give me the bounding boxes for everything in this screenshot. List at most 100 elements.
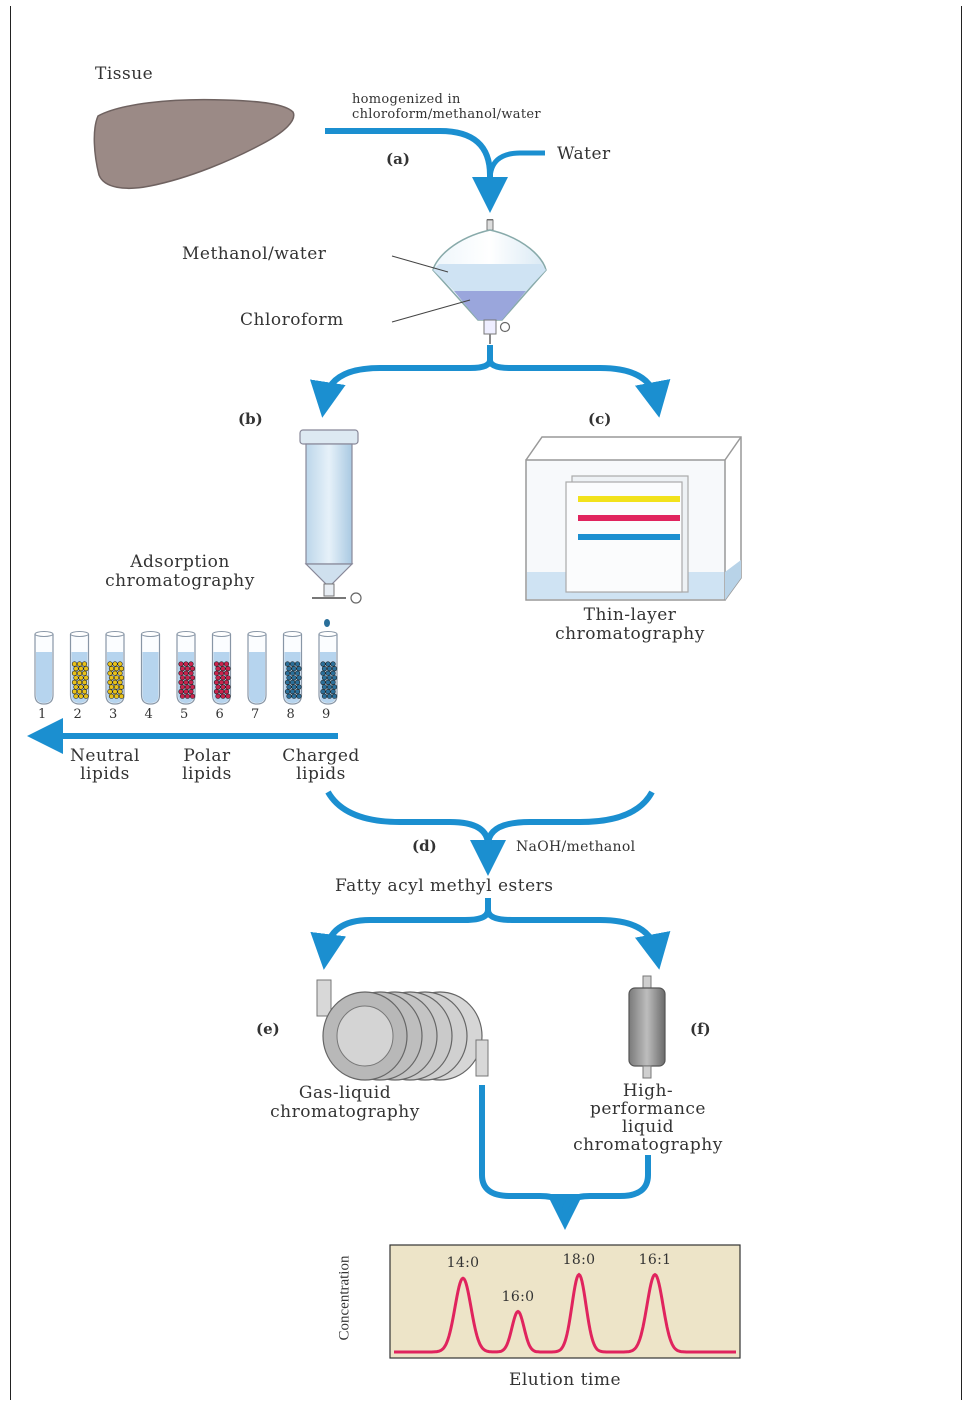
lipid-bead [291, 684, 297, 690]
lipid-bead [218, 661, 225, 667]
lipid-bead [294, 679, 301, 686]
lipid-bead [183, 661, 189, 667]
lipid-bead [331, 675, 338, 681]
lipid-bead [223, 688, 230, 695]
lipid-bead [184, 665, 191, 672]
lipid-bead [83, 675, 89, 681]
chart-ylabel: Concentration [336, 1255, 353, 1341]
lipid-bead [294, 688, 301, 695]
arrow-from-hplc [562, 1155, 651, 1213]
tube-number-4: 4 [144, 707, 153, 722]
adsorption-column-icon [299, 429, 362, 627]
lipid-bead [78, 693, 84, 699]
tlc-band-red [578, 515, 680, 521]
lipid-bead [320, 679, 326, 686]
lipid-bead [112, 661, 118, 667]
arrow-from-glc [479, 1085, 583, 1230]
lipid-bead [183, 670, 189, 676]
lipid-bead [286, 665, 292, 672]
lipid-bead [112, 688, 118, 695]
lipid-bead [284, 670, 291, 676]
hplc-label-line2: performance [589, 1099, 706, 1119]
tube-number-7: 7 [251, 707, 260, 722]
charged-lipids-line1: Charged [282, 746, 360, 766]
lipid-bead [330, 670, 336, 676]
tube-number-2: 2 [73, 707, 82, 722]
lipid-bead [294, 670, 301, 676]
step-f-label: (f) [690, 1020, 711, 1038]
methanol-water-label: Methanol/water [182, 244, 327, 264]
lipid-bead [118, 665, 125, 672]
lipid-bead [178, 670, 184, 676]
lipid-bead [223, 661, 230, 667]
lipid-bead [184, 675, 191, 681]
arrow-merge-d [325, 790, 506, 876]
lipid-bead [189, 675, 196, 681]
lipid-bead [178, 679, 184, 686]
tube-rim-5 [176, 631, 196, 637]
thin-layer-label-line2: chromatography [555, 624, 705, 644]
lipid-bead [213, 688, 220, 695]
lipid-bead [113, 665, 120, 672]
tube-liquid-7 [249, 652, 265, 703]
lipid-bead [326, 675, 333, 681]
lipid-bead [178, 661, 184, 667]
peak-label: 16:0 [501, 1288, 535, 1305]
lipid-bead [184, 693, 191, 699]
lipid-bead [179, 665, 186, 672]
tube-rim-9 [318, 631, 338, 637]
lipid-bead [320, 688, 326, 695]
lipid-bead [76, 670, 83, 676]
lipid-bead [215, 675, 221, 681]
lipid-bead [284, 679, 291, 686]
lipid-bead [220, 665, 226, 672]
lipid-bead [220, 675, 226, 681]
adsorption-label-line2: chromatography [105, 571, 255, 591]
lipid-bead [320, 670, 326, 676]
lipid-bead [81, 661, 88, 667]
lipid-bead [189, 684, 196, 690]
lipid-bead [117, 661, 123, 667]
adsorption-label-line1: Adsorption [130, 552, 230, 572]
step-e-label: (e) [256, 1020, 280, 1038]
lipid-bead [71, 679, 78, 686]
lipid-bead [117, 670, 123, 676]
arrow-merge-d-right [485, 790, 655, 846]
tube-liquid-1 [36, 652, 52, 703]
peak-label: 14:0 [446, 1255, 480, 1272]
lipid-bead [284, 661, 291, 667]
chart-peaks [394, 1272, 736, 1354]
lipid-bead [81, 688, 88, 695]
lipid-bead [286, 675, 292, 681]
lipid-bead [81, 679, 88, 686]
lipid-bead [179, 693, 186, 699]
arrow-to-f [485, 898, 671, 970]
lipid-bead [331, 684, 338, 690]
gas-liquid-label-line2: chromatography [270, 1102, 420, 1122]
lipid-bead [117, 679, 123, 686]
methanol-water-leader [391, 255, 449, 273]
lipid-bead [296, 684, 302, 690]
tube-number-3: 3 [109, 707, 118, 722]
hplc-column-icon [628, 975, 666, 1079]
lipid-bead [188, 688, 194, 695]
lipid-bead [118, 675, 125, 681]
tube-number-6: 6 [215, 707, 224, 722]
lipid-bead [215, 693, 221, 699]
tlc-chamber-icon [525, 436, 742, 601]
lipid-bead [286, 684, 292, 690]
lipid-bead [108, 693, 115, 699]
lipid-bead [218, 688, 225, 695]
tlc-band-blue [578, 534, 680, 540]
gas-liquid-coil-icon [316, 979, 489, 1081]
lipid-bead [107, 679, 113, 686]
step-c-label: (c) [588, 410, 612, 428]
hplc-label-line3: liquid [621, 1117, 675, 1137]
arrow-to-c [487, 345, 671, 418]
tube-rim-6 [212, 631, 231, 637]
lipid-bead [179, 675, 186, 681]
lipid-bead [284, 688, 291, 695]
lipid-bead [112, 670, 118, 676]
chromatogram-trace [394, 1272, 736, 1354]
lipid-bead [326, 684, 333, 690]
